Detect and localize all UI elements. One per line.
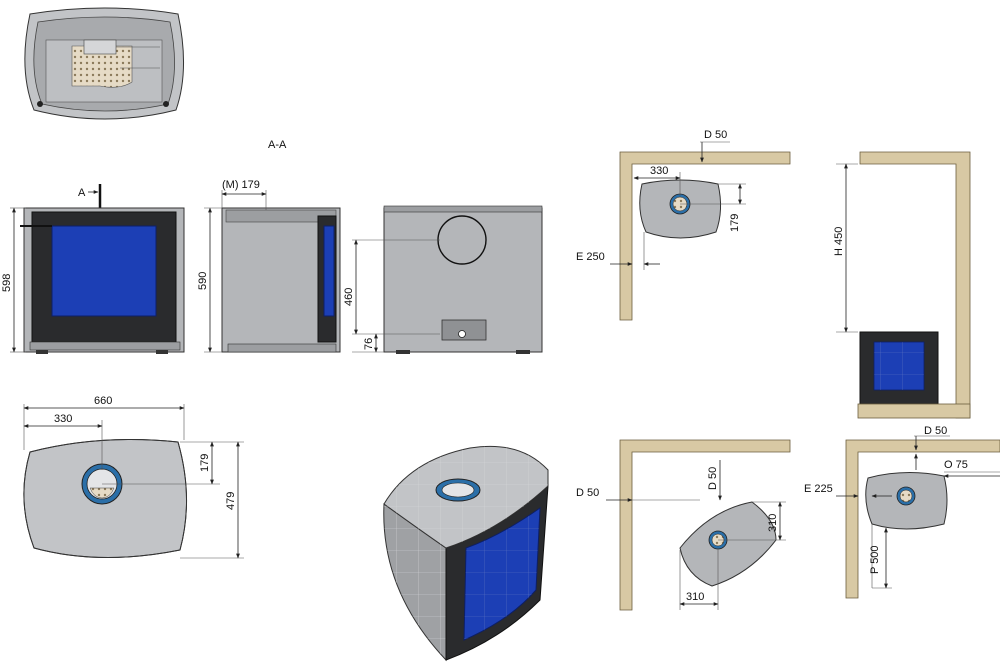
inst4-side-label: E 225	[804, 483, 833, 495]
inst3-width-label: 310	[686, 591, 704, 603]
front-height-label: 598	[1, 274, 13, 292]
rear-view: 460 76	[343, 205, 543, 354]
inst4-front-label: P 500	[869, 545, 881, 574]
inst4-right-label: O 75	[944, 459, 968, 471]
inst3-wall-label: D 50	[707, 467, 719, 490]
installation-diagonal: D 50 D 50 310 310	[576, 439, 791, 611]
section-marker: A	[78, 187, 86, 199]
perspective-view	[383, 445, 549, 662]
plan-width-label: 660	[94, 395, 112, 407]
inst1-offset-label: 330	[650, 165, 668, 177]
inst1-side-label: E 250	[576, 251, 605, 263]
plan-view: 660 330 179 479	[23, 395, 244, 559]
rear-height-label: 460	[343, 288, 355, 306]
rear-inlet-label: 76	[363, 338, 375, 350]
inst3-back-label: D 50	[576, 487, 599, 499]
inst4-flue-label: D 50	[924, 425, 947, 437]
plan-half-width-label: 330	[54, 413, 72, 425]
inst3-depth-label: 310	[767, 514, 779, 532]
bottom-view	[24, 7, 184, 120]
plan-offset-label: 179	[199, 454, 211, 472]
front-view: A 598	[1, 184, 185, 354]
section-label: A-A	[268, 139, 287, 151]
installation-height: H 450	[833, 151, 971, 419]
plan-depth-label: 479	[225, 492, 237, 510]
inst1-depth-label: 179	[729, 214, 741, 232]
installation-corner-top: D 50 330 179 E 250	[576, 129, 791, 321]
side-view: (M) 179 590	[197, 179, 341, 353]
side-height-label: 590	[197, 272, 209, 290]
side-top-offset-label: (M) 179	[222, 179, 260, 191]
installation-side-wall: D 50 E 225 O 75 P 500	[804, 425, 1000, 599]
inst1-flue-label: D 50	[704, 129, 727, 141]
inst2-height-label: H 450	[833, 227, 845, 256]
